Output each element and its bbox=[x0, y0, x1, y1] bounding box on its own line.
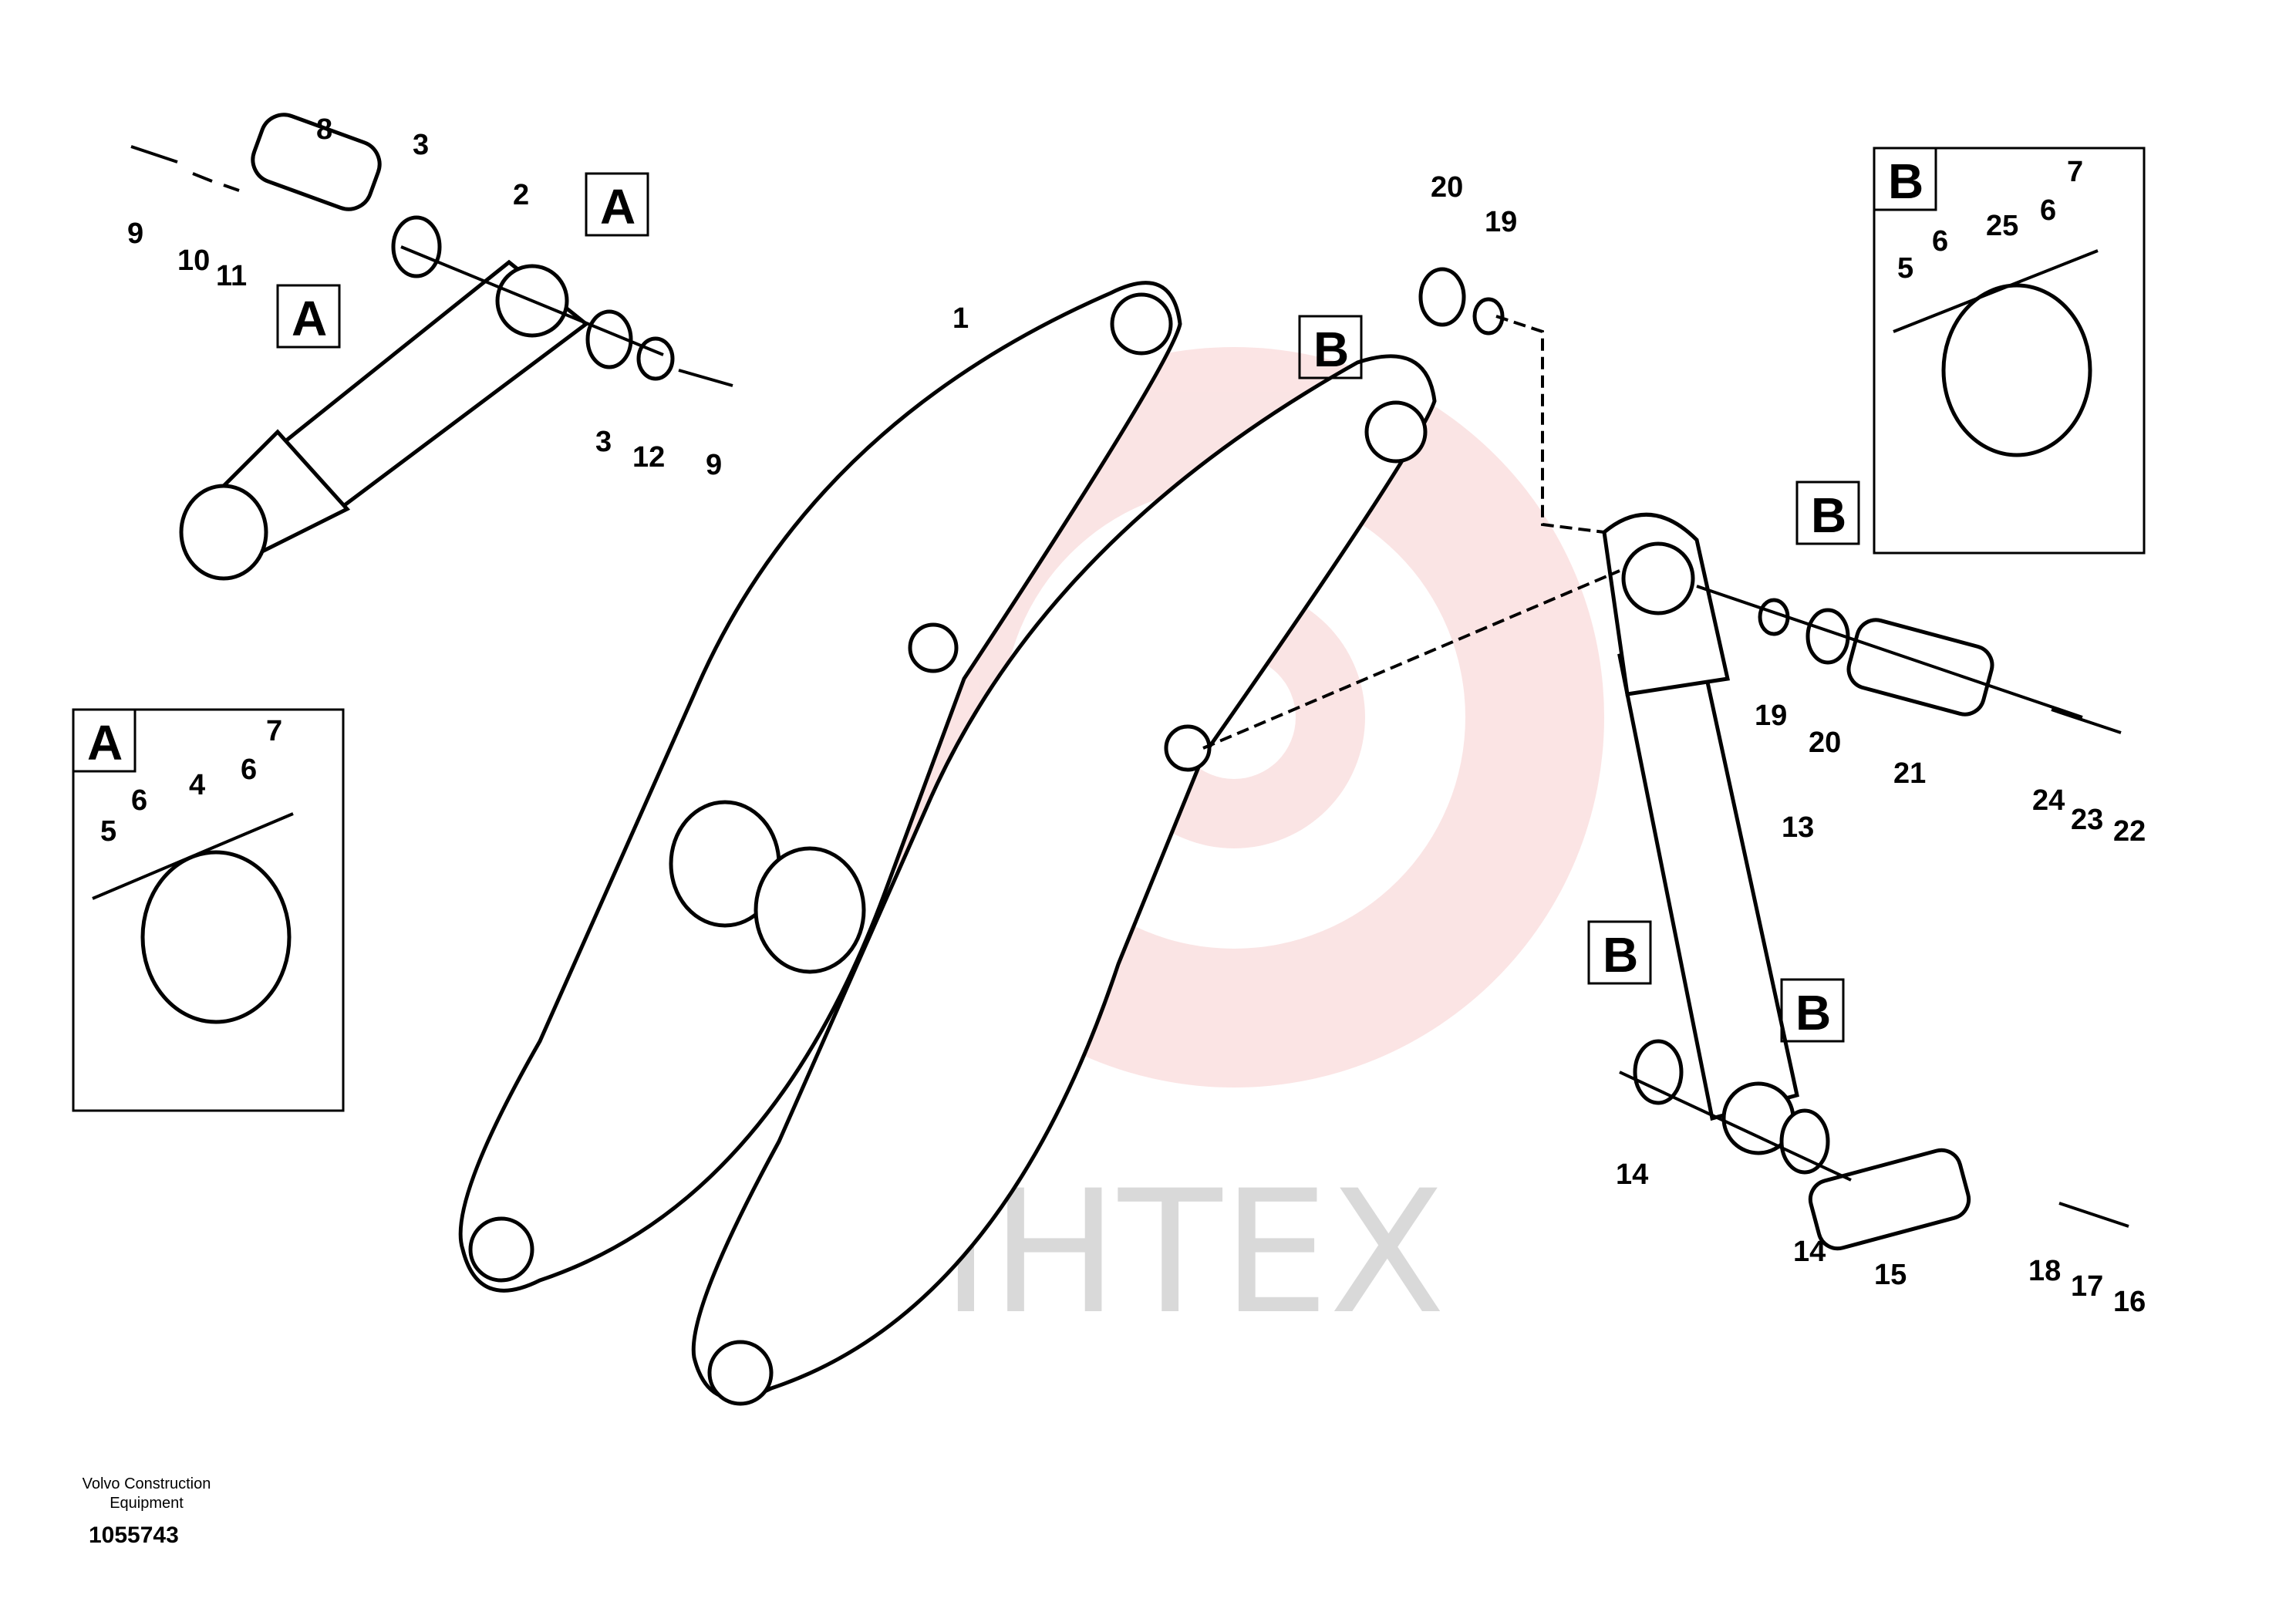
detail-box-a bbox=[72, 708, 345, 1112]
label-3: 3 bbox=[595, 426, 612, 458]
label-11: 11 bbox=[216, 260, 247, 292]
svg-text:B: B bbox=[1811, 487, 1846, 543]
boom-arm bbox=[458, 281, 1437, 1406]
label-10: 10 bbox=[177, 244, 210, 277]
label-23: 23 bbox=[2071, 804, 2103, 836]
svg-text:A: A bbox=[292, 291, 327, 346]
detail-a-label-5: 5 bbox=[100, 815, 116, 848]
svg-text:B: B bbox=[1313, 322, 1349, 377]
detail-a-label-4: 4 bbox=[189, 769, 205, 801]
detail-a-label-6: 6 bbox=[131, 784, 147, 817]
label-19: 19 bbox=[1485, 206, 1517, 238]
callout-a-top: A bbox=[585, 172, 649, 237]
svg-text:A: A bbox=[87, 715, 123, 771]
lift-cylinder-left bbox=[179, 113, 590, 581]
label-1: 1 bbox=[952, 302, 969, 335]
callout-b-top: B bbox=[1298, 315, 1363, 379]
svg-text:B: B bbox=[1603, 927, 1638, 983]
callout-b-detail: B bbox=[1888, 153, 1923, 209]
label-14: 14 bbox=[1616, 1158, 1648, 1191]
callout-b-lower-right: B bbox=[1780, 978, 1845, 1043]
label-16: 16 bbox=[2113, 1286, 2146, 1318]
footer: Volvo Construction Equipment 1055743 bbox=[83, 1475, 211, 1548]
label-15: 15 bbox=[1874, 1259, 1907, 1291]
drawing-number: 1055743 bbox=[89, 1523, 179, 1548]
label-9: 9 bbox=[127, 218, 143, 250]
label-12: 12 bbox=[632, 441, 665, 474]
svg-text:A: A bbox=[600, 179, 636, 234]
label-14: 14 bbox=[1793, 1236, 1826, 1268]
detail-b-label-5: 5 bbox=[1897, 252, 1913, 285]
label-13: 13 bbox=[1782, 811, 1814, 844]
svg-text:B: B bbox=[1888, 153, 1923, 209]
detail-b-label-25: 25 bbox=[1986, 210, 2018, 242]
part-labels: 1 2 3 3 8 9 9 10 11 12 13 14 14 15 16 17… bbox=[100, 113, 2146, 1318]
detail-b-label-6: 6 bbox=[1932, 225, 1948, 258]
steering-cylinder-right bbox=[1602, 512, 1994, 1251]
label-24: 24 bbox=[2032, 784, 2065, 817]
rings-and-fasteners bbox=[130, 145, 2129, 1228]
label-9: 9 bbox=[706, 449, 722, 481]
callout-b-lower-left: B bbox=[1587, 920, 1652, 985]
svg-text:B: B bbox=[1795, 985, 1831, 1040]
company-line-1: Volvo Construction bbox=[83, 1475, 211, 1492]
detail-box-b bbox=[1873, 147, 2146, 555]
company-line-2: Equipment bbox=[110, 1495, 184, 1512]
callout-b-mid: B bbox=[1795, 481, 1860, 545]
detail-b-label-7: 7 bbox=[2067, 156, 2083, 188]
detail-b-label-6: 6 bbox=[2040, 194, 2056, 227]
detail-a-label-6: 6 bbox=[241, 754, 257, 786]
label-21: 21 bbox=[1893, 757, 1926, 790]
label-20: 20 bbox=[1431, 171, 1463, 204]
label-20: 20 bbox=[1809, 727, 1841, 759]
label-19: 19 bbox=[1755, 700, 1787, 732]
label-22: 22 bbox=[2113, 815, 2146, 848]
label-18: 18 bbox=[2028, 1255, 2061, 1287]
label-3: 3 bbox=[413, 129, 429, 161]
label-8: 8 bbox=[316, 113, 332, 146]
detail-a-label-7: 7 bbox=[266, 715, 282, 747]
label-2: 2 bbox=[513, 179, 529, 211]
label-17: 17 bbox=[2071, 1270, 2103, 1303]
callout-a-detail: A bbox=[87, 715, 123, 771]
callout-a-left: A bbox=[276, 284, 341, 349]
